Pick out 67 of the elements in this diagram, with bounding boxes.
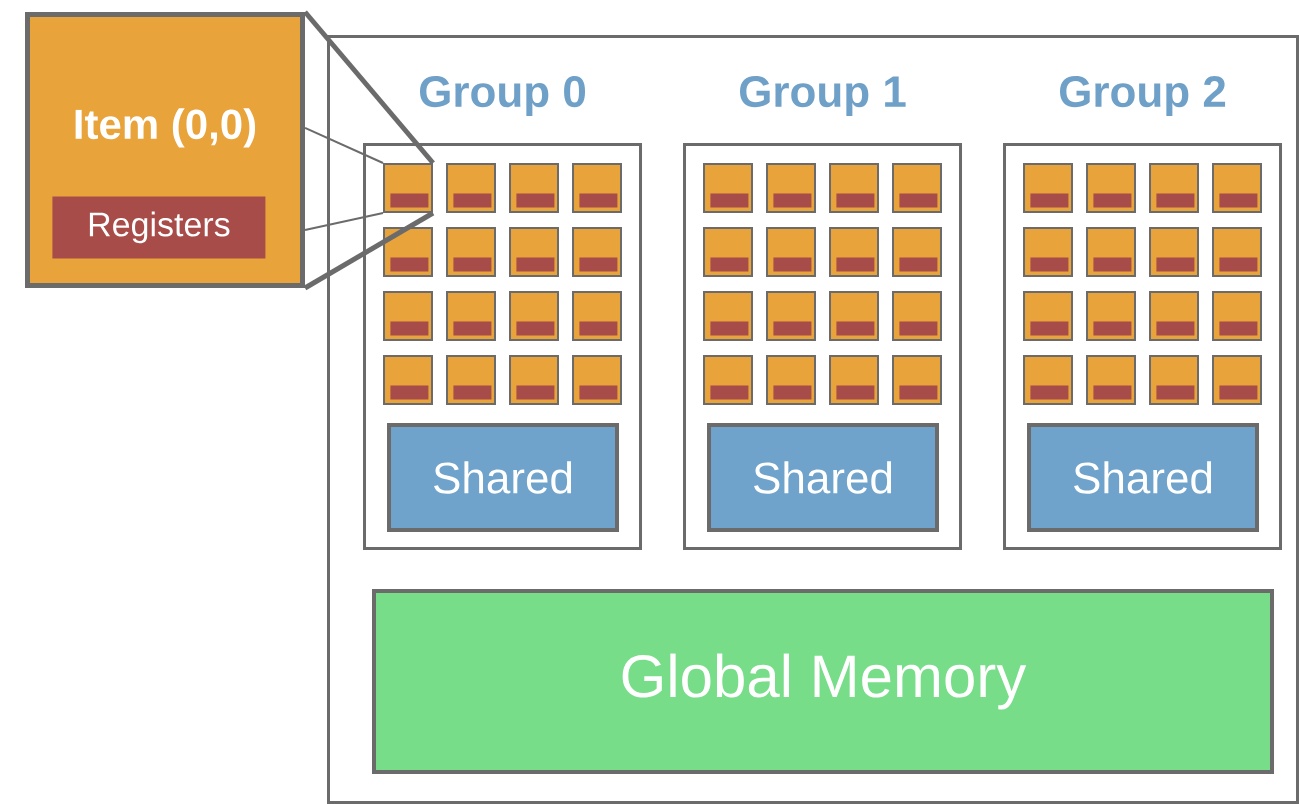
registers-box [52,196,266,259]
register-bar [710,385,749,400]
register-bar [390,385,429,400]
register-bar [1093,193,1132,208]
register-bar [899,385,938,400]
register-bar [1093,321,1132,336]
register-bar [1219,385,1258,400]
global-memory-box [372,589,1274,774]
register-bar [773,193,812,208]
register-bar [453,257,492,272]
register-bar [1156,257,1195,272]
shared-memory-box [707,423,939,532]
register-bar [899,193,938,208]
shared-memory-box [1027,423,1259,532]
register-bar [710,193,749,208]
node-label: Group 1 [739,76,906,116]
register-bar [1030,385,1069,400]
register-bar [1219,257,1258,272]
register-bar [1156,321,1195,336]
register-bar [899,321,938,336]
register-bar [773,257,812,272]
register-bar [1030,257,1069,272]
register-bar [390,321,429,336]
register-bar [579,321,618,336]
register-bar [1030,193,1069,208]
register-bar [453,385,492,400]
register-bar [773,321,812,336]
label-text: Shared [754,461,892,494]
register-bar [516,193,555,208]
register-bar [516,257,555,272]
label-text: Registers [89,211,230,244]
register-bar [516,321,555,336]
register-bar [579,193,618,208]
register-bar [710,257,749,272]
zoom-line [303,10,435,165]
shared-memory-box [387,423,619,532]
device-box [327,35,1299,804]
zoom-line [304,126,384,164]
register-bar [1030,321,1069,336]
register-bar [516,385,555,400]
register-bar [836,385,875,400]
label-text: Item (0,0) [75,108,256,148]
register-bar [773,385,812,400]
register-bar [836,321,875,336]
label-text: Global Memory [622,653,1027,710]
register-bar [836,193,875,208]
node-label: Group 2 [1060,76,1226,116]
register-bar [899,257,938,272]
register-bar [453,193,492,208]
register-bar [1219,193,1258,208]
register-bar [579,385,618,400]
register-bar [836,257,875,272]
register-bar [390,257,429,272]
label-text: Shared [1074,461,1212,494]
register-bar [1093,257,1132,272]
register-bar [1156,385,1195,400]
register-bar [453,321,492,336]
register-bar [710,321,749,336]
node-label: Group 0 [419,76,586,116]
register-bar [1156,193,1195,208]
register-bar [1093,385,1132,400]
label-text: Shared [434,461,572,494]
zoom-line [304,212,384,232]
zoom-line [303,210,435,291]
register-bar [1219,321,1258,336]
register-bar [579,257,618,272]
register-bar [390,193,429,208]
